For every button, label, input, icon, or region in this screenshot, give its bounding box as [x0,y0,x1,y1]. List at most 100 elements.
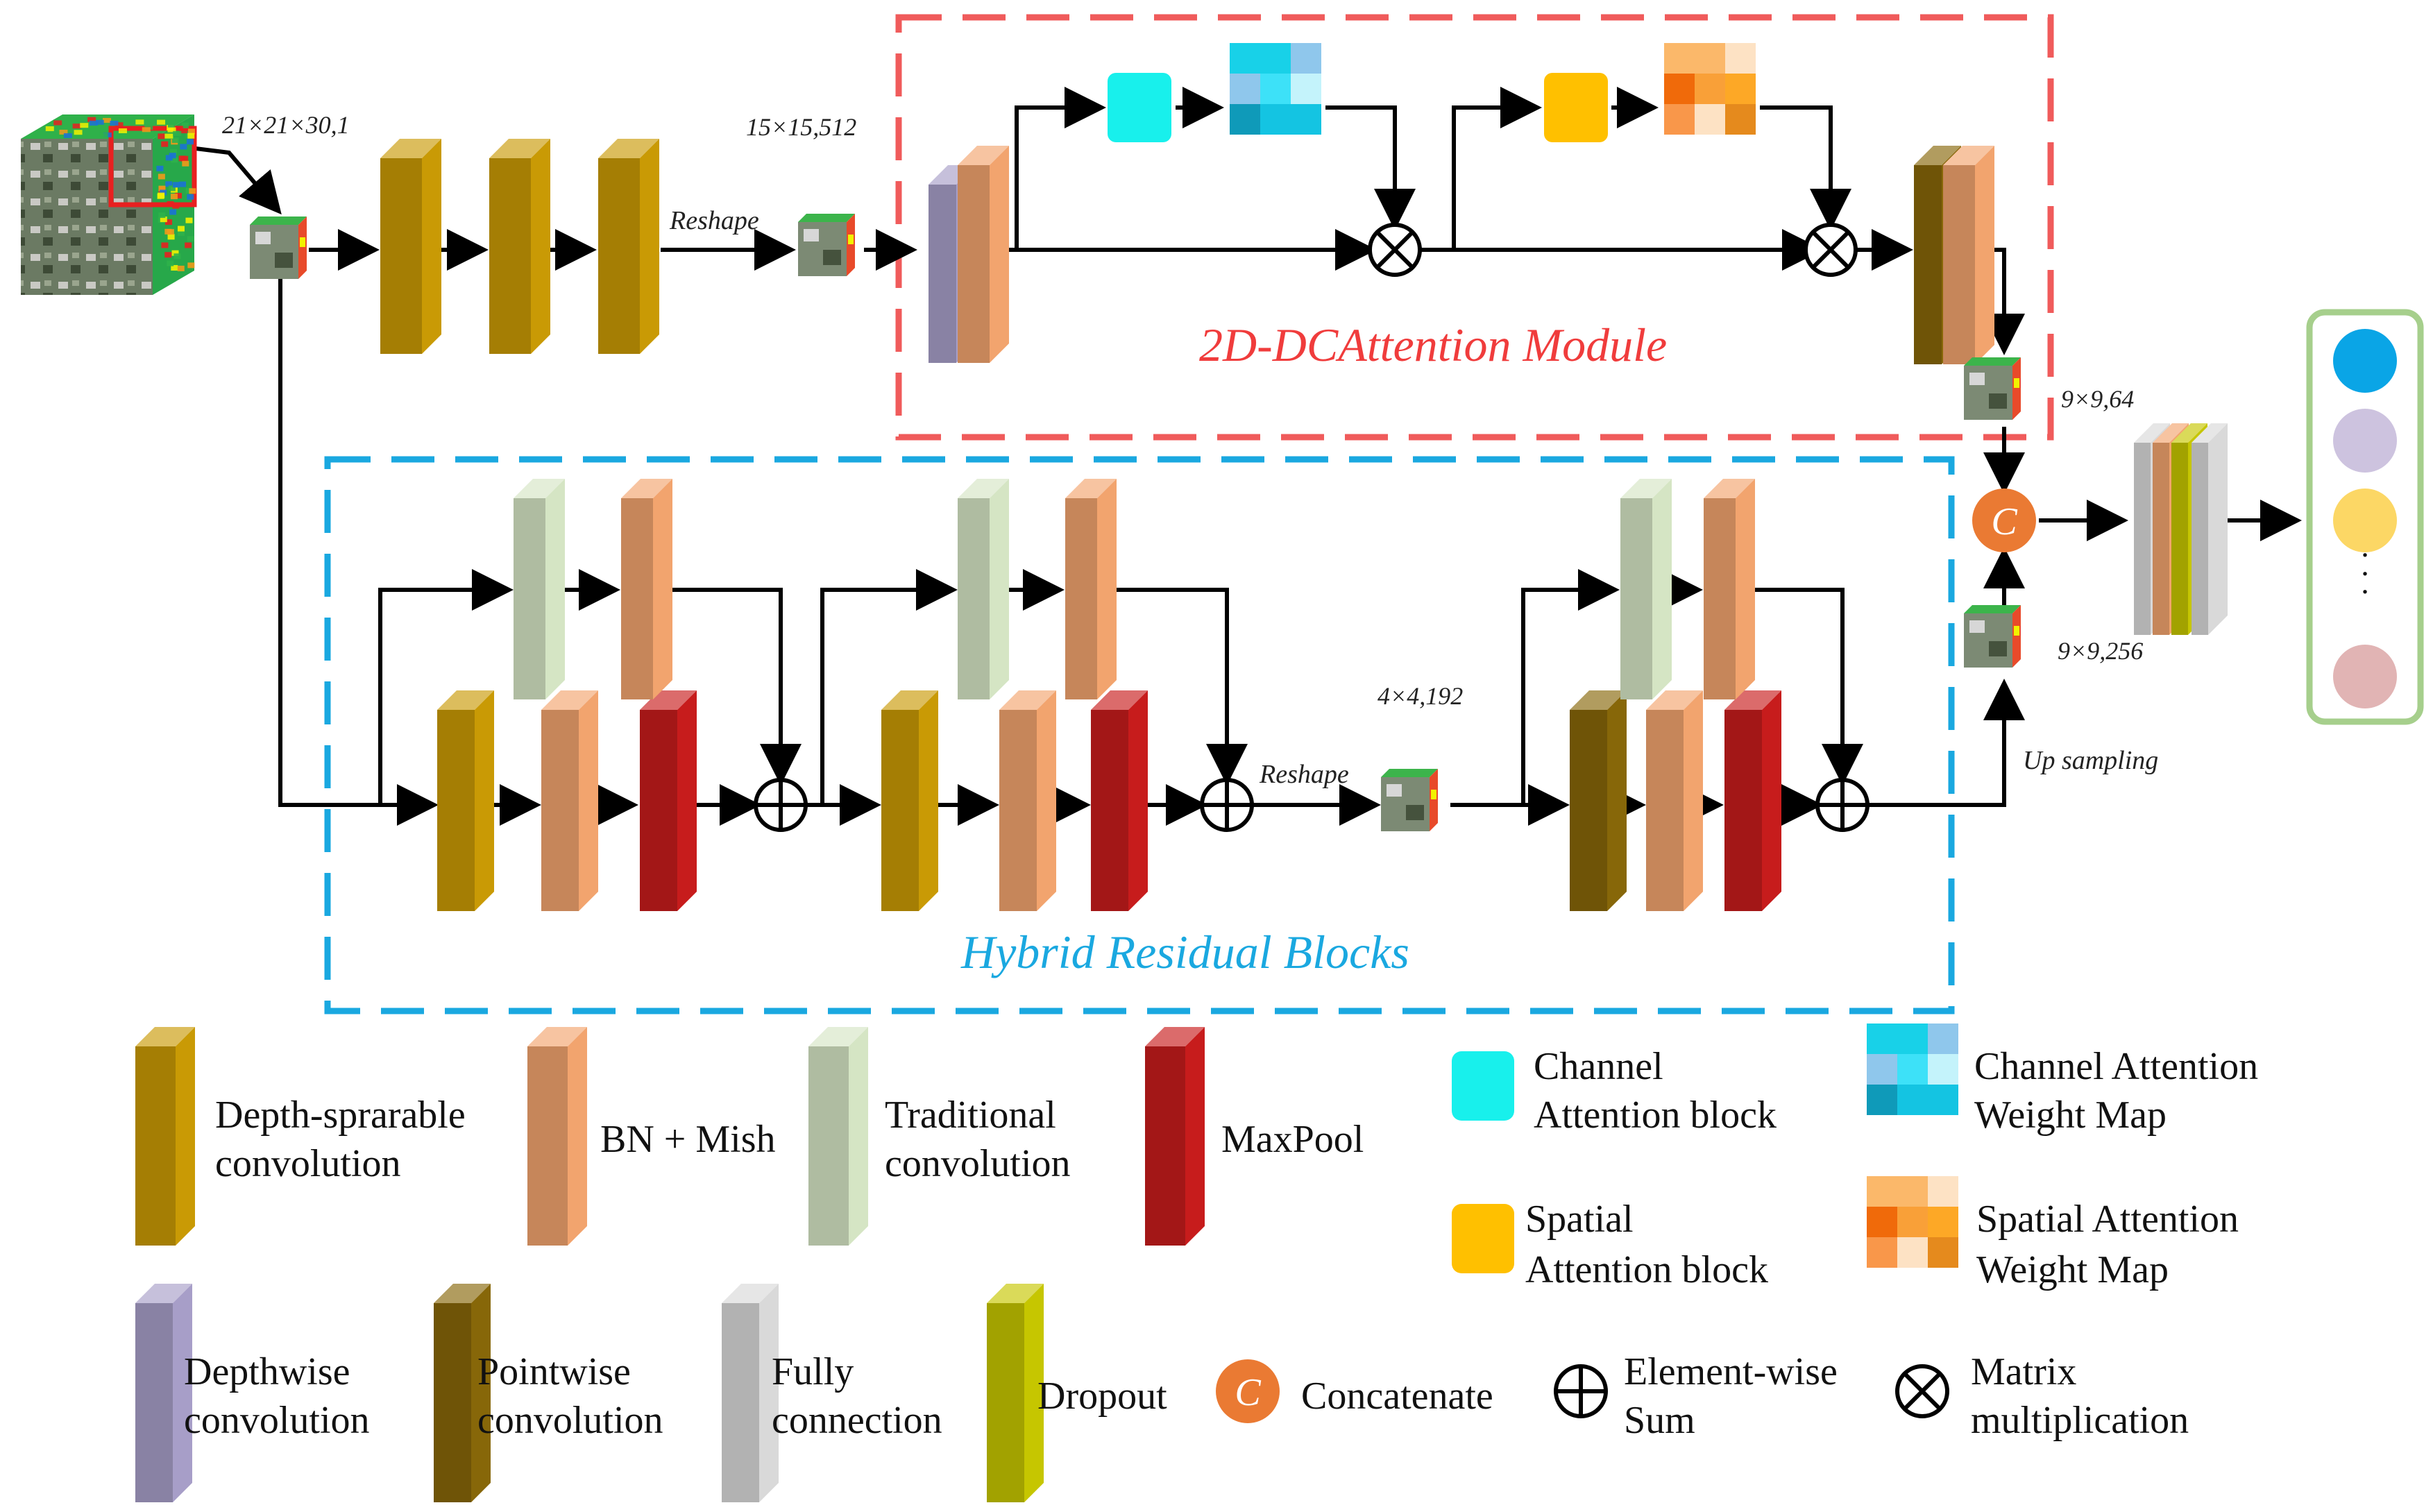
legend-dropout: Dropout [1037,1375,1167,1418]
legend-concatenate: Concatenate [1301,1375,1493,1418]
legend-matrix-swatch [1895,1364,1949,1418]
legend-channel-weight-swatch [1867,1023,1958,1115]
legend-depthwise-separable-swatch [135,1027,195,1246]
bn-mish-layer [541,690,598,911]
bn-mish-layer [958,146,1009,363]
legend-spatial-block-line1: Spatial [1525,1198,1634,1241]
size-4-label: 4×4,192 [1377,682,1463,710]
depthwise-separable-layer [437,690,494,911]
size-15-label: 15×15,512 [746,113,856,141]
legend-spatial-weight-line1: Spatial Attention [1976,1198,2239,1241]
legend-fully-connection-swatch [722,1284,779,1502]
spatial-attention-block [1544,73,1608,142]
legend-concat-letter: C [1235,1371,1261,1414]
input-cube-image [21,114,197,295]
input-patch-cube [250,216,307,279]
bn-mish-layer [621,479,672,699]
maxpool-layer [640,690,697,911]
connection-lines [173,87,2302,826]
attention-module-box [895,14,2054,441]
depthwise-separable-layer [380,139,441,354]
reshape-top-label: Reshape [669,206,759,235]
maxpool-layer [1091,690,1148,911]
residual-output-cube [1964,605,2021,668]
traditional-conv-layer [958,479,1009,699]
reshaped-cube [798,214,855,276]
legend-depthwise-separable-line2: convolution [215,1142,401,1185]
legend-traditional-line2: convolution [885,1142,1071,1185]
legend-depthwise-line1: Depthwise [184,1350,350,1393]
legend-pointwise-line2: convolution [477,1399,663,1442]
traditional-conv-layer [514,479,565,699]
legend-pointwise-line1: Pointwise [477,1350,631,1393]
legend-element-sum-line1: Element-wise [1624,1350,1838,1393]
legend-matrix-line1: Matrix [1971,1350,2076,1393]
bn-mish-layer [1943,146,1994,364]
fully-connection-layer [2192,423,2228,635]
legend-dropout-swatch [987,1284,1044,1502]
legend-spatial-block-swatch [1452,1204,1514,1273]
output-class-node [2333,409,2397,473]
bn-mish-layer [1646,690,1703,911]
spatial-weight-map [1664,43,1756,135]
output-class-node [2333,329,2397,393]
bn-mish-layer [999,690,1056,911]
legend-traditional-line1: Traditional [885,1094,1056,1137]
legend-bn-mish-swatch [527,1027,587,1246]
channel-attention-block [1108,73,1171,142]
pointwise-layer [1570,690,1627,911]
legend-channel-block-swatch [1452,1051,1514,1121]
output-box [2306,309,2424,725]
legend-spatial-weight-swatch [1867,1176,1958,1268]
bn-mish-layer [1065,479,1117,699]
element-wise-sum-3 [1815,778,1870,832]
reshaped-cube-small [1381,769,1438,831]
size-9-256-label: 9×9,256 [2058,637,2143,665]
legend-element-sum-line2: Sum [1624,1399,1695,1442]
legend-element-sum-swatch [1554,1364,1608,1418]
element-wise-sum-1 [754,778,808,832]
legend-maxpool: MaxPool [1221,1118,1364,1161]
legend: Depth-sprarable convolution BN + Mish Tr… [184,1045,2258,1442]
ellipsis-dot: · [2359,537,2370,572]
legend-fully-line2: connection [772,1399,942,1442]
legend-pointwise-swatch [434,1284,491,1502]
channel-weight-map [1230,43,1321,135]
legend-depthwise-swatch [135,1284,192,1502]
matrix-multiplication-1 [1368,223,1422,277]
depthwise-separable-layer [489,139,550,354]
depthwise-separable-layer [881,690,938,911]
legend-concatenate-swatch: C [1216,1359,1280,1423]
concatenate-node: C [1972,489,2036,552]
legend-channel-block-line2: Attention block [1534,1094,1777,1137]
output-class-node [2333,645,2397,708]
up-sampling-label: Up sampling [2023,746,2158,775]
legend-channel-weight-line2: Weight Map [1974,1094,2167,1137]
attention-module-title: 2D-DCAttention Module [1199,318,1667,371]
ellipsis-dot: · [2359,574,2370,609]
shape-layer: C ··· C [135,43,2397,1502]
element-wise-sum-2 [1200,778,1254,832]
bn-mish-layer [1704,479,1755,699]
depthwise-separable-layer [598,139,659,354]
legend-maxpool-swatch [1145,1027,1205,1246]
legend-spatial-weight-line2: Weight Map [1976,1248,2169,1291]
legend-traditional-swatch [808,1027,868,1246]
legend-depthwise-line2: convolution [184,1399,370,1442]
input-size-label: 21×21×30,1 [222,111,350,139]
maxpool-layer [1724,690,1781,911]
size-9-64-label: 9×9,64 [2061,385,2134,413]
concat-letter: C [1991,500,2017,543]
ellipsis-dot: · [2359,556,2370,591]
output-class-node [2333,489,2397,552]
legend-matrix-line2: multiplication [1971,1399,2189,1442]
legend-spatial-block-line2: Attention block [1525,1248,1768,1291]
legend-depthwise-separable-line1: Depth-sprarable [215,1094,466,1137]
legend-channel-block-line1: Channel [1534,1045,1663,1088]
matrix-multiplication-2 [1804,223,1858,277]
legend-channel-weight-line1: Channel Attention [1974,1045,2258,1088]
traditional-conv-layer [1620,479,1672,699]
attention-output-cube [1964,357,2021,420]
reshape-bottom-label: Reshape [1259,760,1349,789]
